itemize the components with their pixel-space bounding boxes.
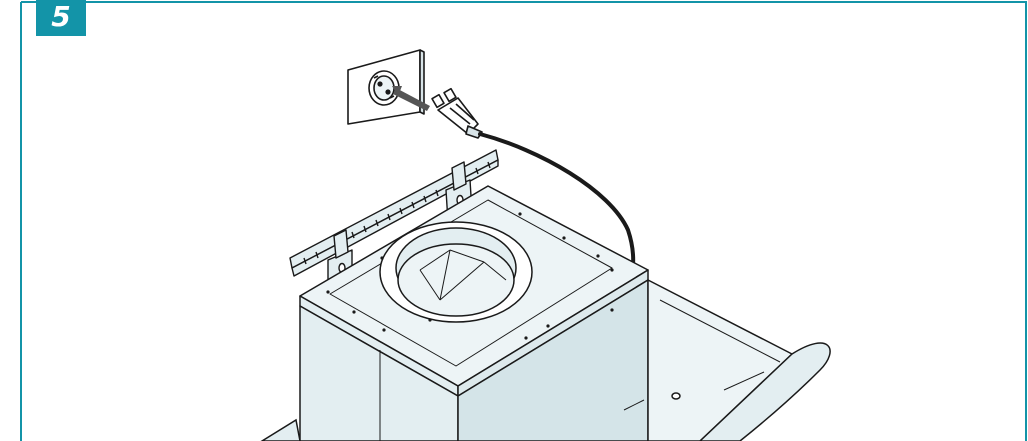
screw-holes [326,212,614,340]
frame-border [20,1,1027,441]
power-plug-icon [431,87,483,139]
power-cable-icon [478,132,636,278]
exhaust-collar [379,221,533,323]
hood-body [299,279,649,441]
hood-lower-edge [260,418,301,441]
wall-socket-icon [347,49,425,125]
insert-direction-arrow [392,86,430,111]
step-number-badge: 5 [36,0,86,36]
hood-canopy-panel [623,279,831,441]
step-number: 5 [51,0,71,33]
